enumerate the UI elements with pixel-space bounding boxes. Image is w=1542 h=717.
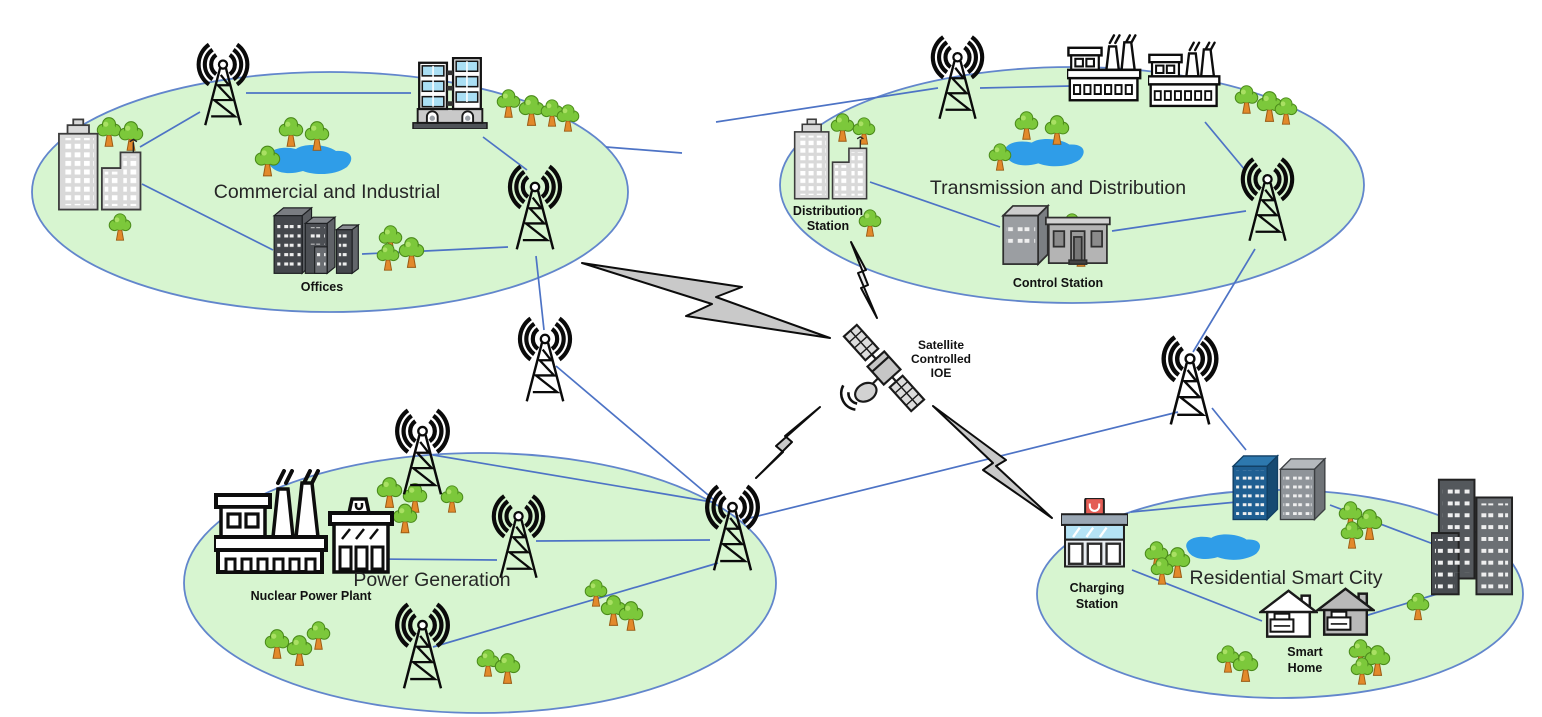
residential-title: Residential Smart City xyxy=(1190,567,1383,589)
distribution-station-label-line2: Station xyxy=(807,219,849,233)
offices-label: Offices xyxy=(301,280,343,294)
lightning-bolt-transmission-satellite xyxy=(850,241,878,319)
charging-station-label-line2: Station xyxy=(1076,597,1118,611)
link-office-t2 xyxy=(482,136,528,171)
link-t10-t11 xyxy=(741,411,1179,521)
link-t7-t10 xyxy=(432,454,713,503)
link-t9-t10 xyxy=(432,562,719,648)
link-commercial-t3 xyxy=(605,146,683,154)
transmission-title: Transmission and Distribution xyxy=(930,177,1186,199)
power-title: Power Generation xyxy=(353,569,510,591)
link-t1-buildings xyxy=(139,111,201,148)
link-home-towers xyxy=(1364,593,1438,617)
link-t4-factory xyxy=(979,85,1072,89)
link-charging-apartments xyxy=(1130,501,1238,513)
lightning-bolts xyxy=(581,241,1053,519)
satellite-label-line3: IOE xyxy=(931,366,952,380)
smart-home-label-line2: Home xyxy=(1288,661,1323,675)
labels: Commercial and Industrial Transmission a… xyxy=(214,177,1383,675)
satellite xyxy=(839,321,928,415)
link-t5-t11 xyxy=(1192,248,1256,353)
link-t3-t4 xyxy=(715,87,939,123)
distribution-station-label-line1: Distribution xyxy=(793,204,863,218)
link-factories-t5 xyxy=(1204,121,1246,171)
skyscrapers-icon xyxy=(1431,478,1514,596)
smart-home-label-line1: Smart xyxy=(1287,645,1323,659)
cell-tower-icon xyxy=(1164,337,1217,424)
lightning-bolt-commercial-satellite xyxy=(581,262,831,339)
nuclear-plant-label: Nuclear Power Plant xyxy=(251,589,373,603)
lightning-bolt-satellite-power xyxy=(755,406,821,479)
link-t6-t10 xyxy=(555,365,715,501)
link-plant-t8 xyxy=(369,558,498,561)
cell-tower-icon xyxy=(520,318,570,401)
satellite-label-line1: Satellite xyxy=(918,338,964,352)
control-station-label: Control Station xyxy=(1013,276,1103,290)
link-t8-t10 xyxy=(535,539,711,542)
factory-icon xyxy=(1148,41,1221,108)
link-t11-apartments xyxy=(1211,407,1247,451)
link-control-t5 xyxy=(1111,210,1247,232)
link-t2-t6 xyxy=(535,255,545,331)
link-distribution-control xyxy=(869,181,1001,228)
zone-commercial-ellipse xyxy=(31,71,629,313)
lightning-bolt-satellite-residential xyxy=(932,405,1053,519)
commercial-title: Commercial and Industrial xyxy=(214,181,441,203)
charging-station-icon xyxy=(1061,498,1128,568)
link-charging-home xyxy=(1131,569,1263,622)
link-buildings-offices xyxy=(141,183,274,251)
satellite-icon xyxy=(839,321,928,415)
charging-station-label-line1: Charging xyxy=(1070,581,1125,595)
network-links xyxy=(139,85,1438,648)
satellite-label-line2: Controlled xyxy=(911,352,971,366)
